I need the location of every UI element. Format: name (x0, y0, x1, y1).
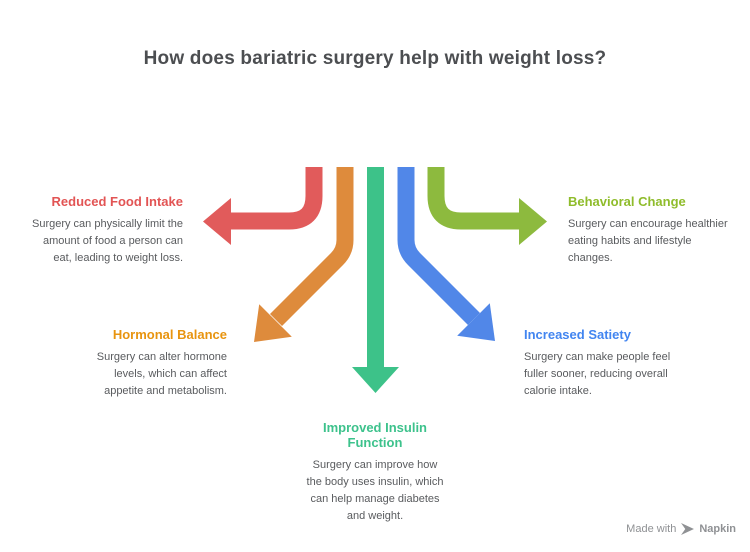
item-heading: Improved Insulin Function (322, 420, 427, 450)
item-increased-satiety: Increased Satiety Surgery can make peopl… (524, 327, 724, 400)
made-with-label: Made with (626, 523, 677, 535)
item-heading: Hormonal Balance (112, 327, 227, 342)
item-description: Surgery can improve how the body uses in… (306, 459, 444, 522)
item-heading: Reduced Food Intake (51, 194, 183, 209)
arrow-reduced-food-intake (200, 167, 326, 248)
napkin-brand-label: Napkin (699, 523, 736, 535)
made-with-napkin-badge[interactable]: Made with Napkin (626, 523, 736, 535)
item-reduced-food-intake: Reduced Food Intake Surgery can physical… (0, 194, 183, 267)
arrow-behavioral-change (424, 167, 550, 248)
item-hormonal-balance: Hormonal Balance Surgery can alter hormo… (27, 327, 227, 400)
item-description: Surgery can make people feel fuller soon… (524, 351, 671, 397)
item-description: Surgery can alter hormone levels, which … (96, 351, 227, 397)
item-description: Surgery can physically limit the amount … (31, 218, 183, 264)
item-heading: Behavioral Change (568, 194, 686, 209)
arrow-hormonal-balance (251, 167, 357, 345)
arrow-improved-insulin-function (349, 167, 402, 396)
item-improved-insulin-function: Improved Insulin Function Surgery can im… (265, 420, 485, 525)
napkin-logo-icon (681, 523, 695, 535)
item-description: Surgery can encourage healthier eating h… (568, 218, 728, 264)
item-heading: Increased Satiety (524, 327, 631, 342)
item-behavioral-change: Behavioral Change Surgery can encourage … (568, 194, 750, 267)
page-title: How does bariatric surgery help with wei… (143, 48, 607, 69)
arrow-increased-satiety (394, 167, 498, 344)
